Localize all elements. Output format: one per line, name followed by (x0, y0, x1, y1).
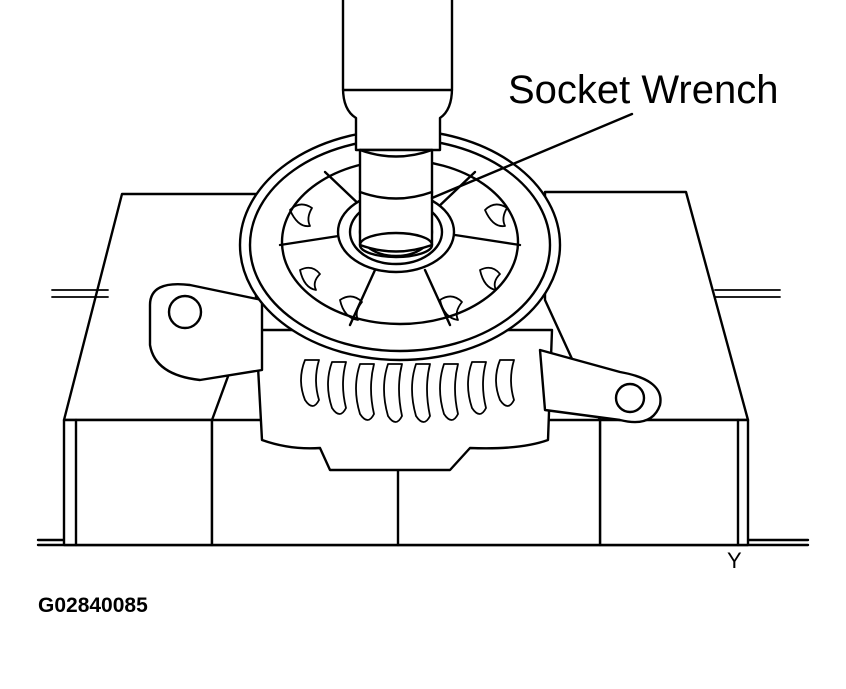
alternator-housing (148, 283, 662, 472)
figure-id: G02840085 (38, 594, 148, 617)
socket-wrench (341, 0, 454, 259)
socket-wrench-label: Socket Wrench (508, 68, 779, 112)
cooling-fins (300, 359, 515, 423)
view-marker: Y (727, 548, 742, 573)
callout-leader-line (430, 112, 634, 200)
